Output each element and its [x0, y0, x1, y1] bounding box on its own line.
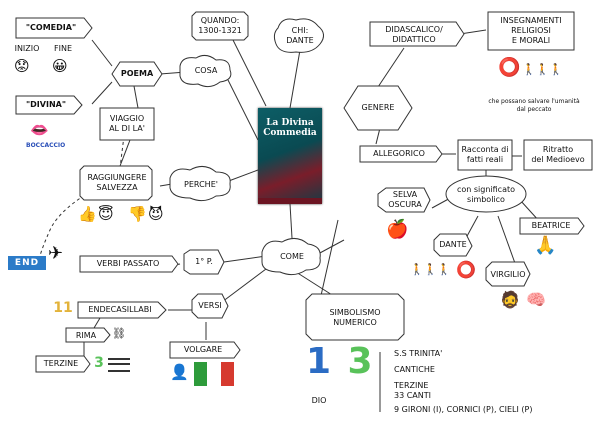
simbolismo-item-3: TERZINE [394, 381, 429, 390]
happy-face-icon: 😀 [52, 57, 68, 75]
airplane-icon: ✈ [48, 243, 64, 264]
endecasillabi-label: ENDECASILLABI [88, 305, 152, 314]
simbolismo-item-5: 9 GIRONI (I), CORNICI (P), CIELI (P) [394, 405, 533, 414]
racconta-shape [457, 139, 513, 171]
thumbs-down-icon: 👎 [128, 205, 147, 223]
racconta-label: Racconta di fatti reali [461, 145, 509, 164]
comedia-label: "COMEDIA" [25, 23, 77, 32]
book-band [258, 198, 322, 204]
brain-icon: 🧠 [526, 290, 546, 309]
insegnamenti-shape [487, 11, 575, 51]
endecasillabi-shape [77, 301, 167, 319]
come-label: COME [280, 252, 304, 261]
significato-label: con significato simbolico [456, 185, 516, 204]
simbolismo-item-1: S.S TRINITA' [394, 349, 443, 358]
divina-commedia-book: La Divina Commedia [258, 108, 322, 204]
divina-shape [15, 95, 83, 115]
simbolismo-shape [305, 293, 405, 341]
p1-shape [183, 249, 225, 275]
perche-label: PERCHE' [184, 180, 218, 189]
angel-face-icon: 😇 [98, 205, 114, 223]
chi-label: CHI: DANTE [286, 26, 314, 45]
quando-label: QUANDO: 1300-1321 [198, 16, 242, 35]
cosa-shape [179, 54, 232, 88]
comedia-shape [15, 17, 93, 39]
num11-label: 11 [53, 300, 73, 316]
versi-label: VERSI [198, 301, 222, 310]
num3-label: 3 [347, 341, 373, 382]
ritratto-label: Ritratto del Medioevo [531, 145, 585, 164]
terzine-shape [35, 355, 91, 373]
dante-label: DANTE [439, 240, 467, 249]
simbolismo-item-4: 33 CANTI [394, 391, 432, 400]
raggiungere-label: RAGGIUNGERE SALVEZZA [87, 173, 147, 192]
virgilio-label: VIRGILIO [490, 270, 526, 279]
salvare-label: che possano salvare l'umanità dal peccat… [488, 98, 580, 113]
book-title: La Divina Commedia [263, 118, 317, 138]
genere-label: GENERE [361, 103, 395, 112]
selva-label: SELVA OSCURA [388, 190, 422, 209]
poema-label: POEMA [120, 69, 154, 78]
terzine-label: TERZINE [43, 359, 79, 368]
ritratto-shape [523, 139, 593, 171]
three-lines-mid [108, 363, 130, 365]
beatrice-shape [519, 217, 585, 235]
viaggio-shape [99, 107, 155, 141]
people-icon: 🚶🚶🚶 [522, 63, 564, 76]
apple-hand-icon: 🍎 [386, 219, 409, 240]
versi-shape [191, 293, 229, 319]
cosa-label: COSA [194, 66, 218, 75]
quando-shape [191, 11, 249, 41]
dante-portrait-icon: 👤 [170, 363, 189, 381]
rima-label: RIMA [75, 331, 97, 340]
virgilio-portrait-icon: 🧔 [500, 290, 520, 309]
lifebuoy-small-icon: ⭕ [456, 260, 476, 279]
raggiungere-shape [79, 165, 153, 201]
sad-face-icon: 😟 [14, 57, 30, 75]
lifebuoy-icon: ⭕ [498, 57, 521, 78]
num3-small: 3 [94, 355, 104, 371]
viaggio-label: VIAGGIO AL DI LA' [109, 114, 145, 133]
chain-icon: ⛓ [112, 327, 126, 340]
boccaccio-label: BOCCACCIO [26, 142, 66, 149]
dio-label: DIO [311, 396, 327, 405]
allegorico-label: ALLEGORICO [373, 149, 425, 158]
rima-shape [65, 327, 111, 343]
perche-shape [169, 166, 231, 202]
insegnamenti-label: INSEGNAMENTI RELIGIOSI E MORALI [500, 16, 562, 45]
verbi-shape [79, 255, 179, 273]
fine-label: FINE [54, 44, 72, 53]
volgare-label: VOLGARE [183, 345, 223, 354]
thumbs-up-icon: 👍 [78, 205, 97, 223]
chi-shape [273, 18, 324, 53]
divina-label: "DIVINA" [25, 100, 66, 109]
volgare-shape [169, 341, 241, 359]
verbi-passato-label: VERBI PASSATO [96, 259, 160, 268]
come-shape [261, 238, 321, 276]
beatrice-label: BEATRICE [531, 221, 571, 230]
three-lines-icon [108, 358, 130, 372]
devil-face-icon: 😈 [148, 205, 164, 223]
end-tag: END [8, 256, 46, 270]
italy-flag-icon [194, 362, 234, 386]
beatrice-praying-icon: 🙏 [534, 235, 557, 256]
didascalico-shape [369, 21, 465, 47]
poema-shape [111, 61, 163, 87]
significato-shape [445, 175, 527, 213]
allegorico-shape [359, 145, 443, 163]
simbolismo-item-2: CANTICHE [394, 365, 435, 374]
lips-icon: 👄 [30, 121, 49, 139]
people-small-icon: 🚶🚶🚶 [410, 263, 452, 276]
inizio-label: INIZIO [14, 44, 40, 53]
simbolismo-label: SIMBOLISMO NUMERICO [329, 308, 381, 327]
didascalico-label: DIDASCALICO/ DIDATTICO [385, 25, 443, 44]
dante-shape [433, 233, 473, 257]
p1-label: 1° P. [195, 257, 213, 266]
genere-shape [343, 85, 413, 131]
num1-label: 1 [306, 341, 332, 382]
virgilio-shape [485, 261, 531, 287]
selva-shape [377, 187, 431, 213]
